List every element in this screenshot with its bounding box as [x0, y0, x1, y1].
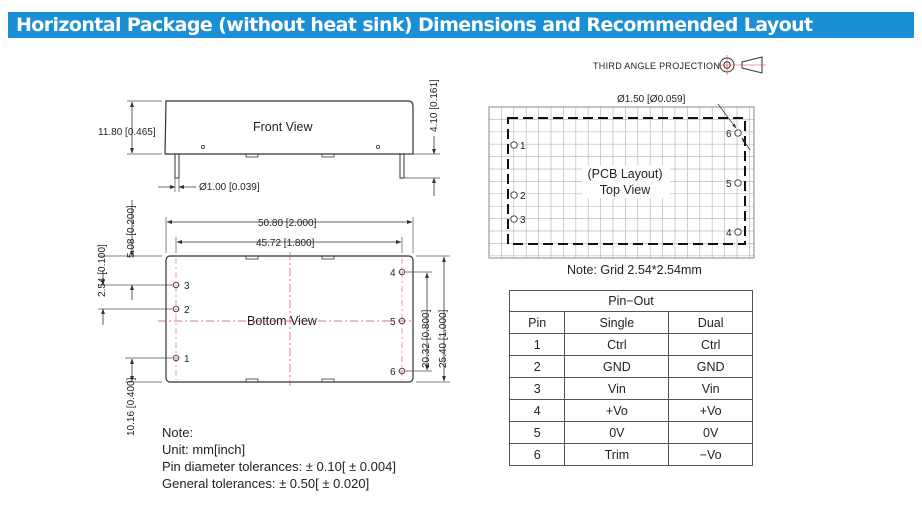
svg-text:1: 1	[520, 141, 526, 152]
svg-text:6: 6	[390, 367, 396, 378]
dim-10-16: 10.16 [0.400]	[126, 377, 137, 436]
pcb-layout-subtitle: Top View	[600, 183, 651, 197]
pinout-cell: Vin	[564, 377, 670, 400]
front-view: Front View 11.80 [0.465] 4.10 [0.161] Ø1…	[98, 79, 440, 196]
svg-text:2: 2	[520, 191, 526, 202]
pin-length-dim: 4.10 [0.161]	[429, 79, 440, 132]
svg-text:5: 5	[390, 317, 396, 328]
pinout-header-cell: Single	[564, 311, 670, 334]
svg-text:3: 3	[184, 281, 190, 292]
pinout-cell: 0V	[564, 421, 670, 444]
bottom-pin-1: 1	[172, 354, 190, 365]
pinout-title: Pin−Out	[509, 290, 753, 312]
dim-2-54: 2.54 [0.100]	[97, 244, 108, 297]
bottom-pin-3: 3	[172, 281, 190, 292]
table-row: 2 GND GND	[508, 355, 753, 378]
notes-unit: Unit: mm[inch]	[162, 442, 246, 457]
dim-5-08: 5.08 [0.200]	[126, 205, 137, 258]
dim-25-40: 25.40 [1.000]	[438, 309, 449, 368]
pinout-cell: GND	[668, 355, 753, 378]
table-row: 5 0V 0V	[508, 421, 753, 444]
svg-text:4: 4	[390, 268, 396, 279]
pinout-header-cell: Pin	[508, 311, 566, 334]
hole-diameter-dim: Ø1.50 [Ø0.059]	[617, 94, 686, 105]
dim-20-32: 20.32 [0.800]	[421, 309, 432, 368]
pcb-layout: 1 2 3 6 5 4 Ø1.50 [Ø0.059] (PCB Layout) …	[488, 94, 755, 277]
pinout-table: Pin−Out Pin Single Dual 1 Ctrl Ctrl 2 GN…	[508, 290, 753, 466]
svg-text:1: 1	[184, 354, 190, 365]
svg-text:2: 2	[184, 305, 190, 316]
table-row: 6 Trim −Vo	[508, 443, 753, 466]
page-header: Horizontal Package (without heat sink) D…	[8, 12, 914, 38]
pin-span-dim: 45.72 [1.800]	[256, 238, 315, 249]
pinout-cell: 6	[508, 443, 566, 466]
pinout-cell: Trim	[564, 443, 670, 466]
bottom-pin-4: 4	[390, 268, 406, 279]
pcb-layout-title: (PCB Layout)	[587, 167, 662, 181]
table-row: 4 +Vo +Vo	[508, 399, 753, 422]
table-row: 1 Ctrl Ctrl	[508, 333, 753, 356]
pinout-cell: Ctrl	[564, 333, 670, 356]
grid-note: Note: Grid 2.54*2.54mm	[567, 263, 702, 277]
pinout-cell: 3	[508, 377, 566, 400]
projection-symbol: THIRD ANGLE PROJECTION	[593, 55, 766, 75]
pinout-cell: 0V	[668, 421, 753, 444]
svg-text:4: 4	[726, 228, 732, 239]
bottom-pin-5: 5	[390, 317, 406, 328]
pcb-hole-2: 2	[510, 191, 526, 202]
svg-text:3: 3	[520, 215, 526, 226]
pcb-grid	[488, 106, 754, 258]
page-title: Horizontal Package (without heat sink) D…	[16, 14, 813, 36]
pcb-hole-6: 6	[726, 129, 742, 140]
pinout-cell: +Vo	[564, 399, 670, 422]
table-row: 3 Vin Vin	[508, 377, 753, 400]
pcb-hole-4: 4	[726, 228, 742, 239]
notes-pin-tolerance: Pin diameter tolerances: ± 0.10[ ± 0.004…	[162, 459, 396, 474]
width-dim: 50.80 [2.000]	[258, 218, 317, 229]
pcb-hole-3: 3	[510, 215, 526, 226]
notes-block: Note: Unit: mm[inch] Pin diameter tolera…	[162, 424, 396, 492]
pinout-cell: GND	[564, 355, 670, 378]
pinout-cell: 5	[508, 421, 566, 444]
pcb-hole-5: 5	[726, 179, 742, 190]
third-angle-projection-icon	[716, 55, 766, 75]
pinout-header-row: Pin Single Dual	[508, 311, 753, 334]
bottom-pin-2: 2	[172, 305, 190, 316]
pcb-hole-1: 1	[510, 141, 526, 152]
pinout-cell: +Vo	[668, 399, 753, 422]
pin-diameter-dim: Ø1.00 [0.039]	[199, 182, 260, 193]
svg-text:6: 6	[726, 129, 732, 140]
projection-label: THIRD ANGLE PROJECTION	[593, 61, 720, 71]
bottom-pin-6: 6	[390, 367, 406, 378]
front-view-label: Front View	[253, 120, 313, 134]
svg-text:5: 5	[726, 179, 732, 190]
notes-general-tolerance: General tolerances: ± 0.50[ ± 0.020]	[162, 476, 370, 491]
bottom-view: 3 2 1 4 5 6 Bottom View	[97, 200, 450, 436]
pinout-cell: Ctrl	[668, 333, 753, 356]
height-dim: 11.80 [0.465]	[98, 127, 156, 138]
pinout-cell: 2	[508, 355, 566, 378]
pinout-header-cell: Dual	[668, 311, 753, 334]
pinout-cell: 1	[508, 333, 566, 356]
pinout-cell: −Vo	[668, 443, 753, 466]
pinout-cell: Vin	[668, 377, 753, 400]
notes-heading: Note:	[162, 425, 194, 440]
pinout-cell: 4	[508, 399, 566, 422]
bottom-view-label: Bottom View	[247, 314, 318, 328]
